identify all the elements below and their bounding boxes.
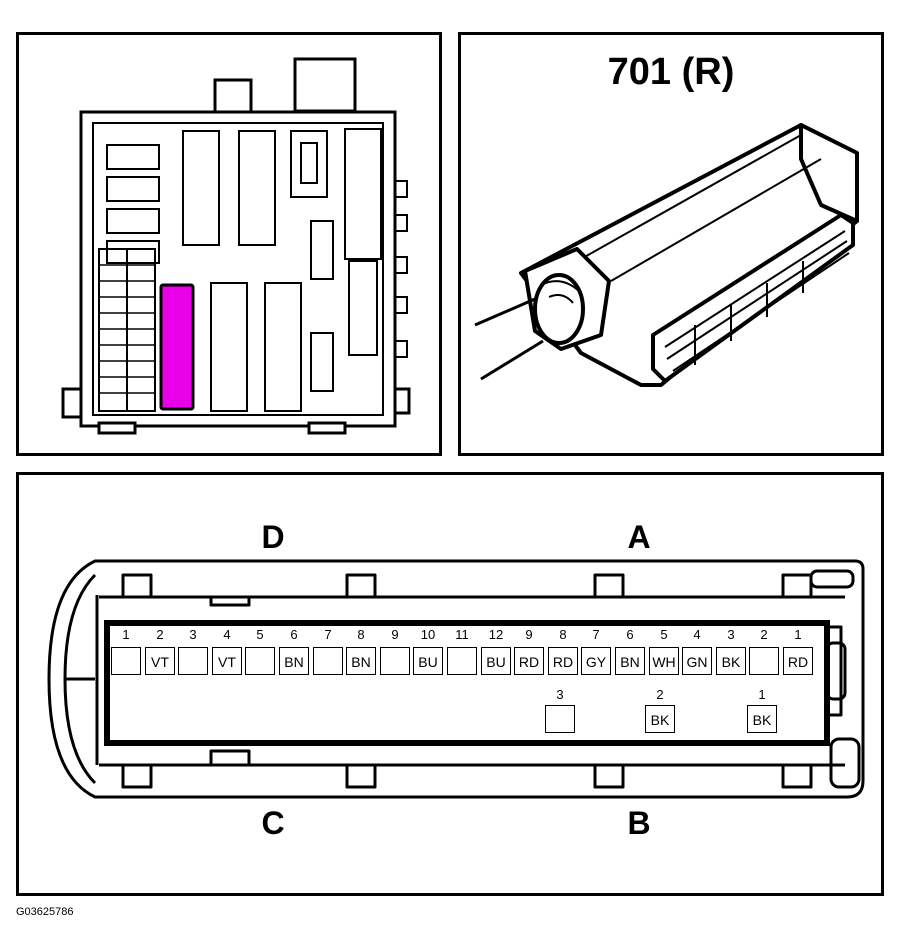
side-label-d: D [261, 519, 285, 555]
pin-number: 3 [556, 687, 564, 702]
connector-outer-housing [47, 559, 865, 799]
pin-number: 1 [758, 687, 766, 702]
pin-number: 9 [525, 627, 533, 642]
connector-drawing [474, 123, 859, 387]
pin-number: 10 [420, 627, 436, 642]
pin-number: 7 [592, 627, 600, 642]
pin-cavity: BU [481, 647, 511, 675]
fusebox-top-connector [293, 57, 357, 113]
pin-number: 3 [189, 627, 197, 642]
pin-number: 8 [559, 627, 567, 642]
pin-cavity [447, 647, 477, 675]
pin-cavity [749, 647, 779, 675]
pinout-housing-drawing [47, 559, 865, 799]
pin-number: 6 [626, 627, 634, 642]
pin-number: 2 [656, 687, 664, 702]
pin-cavity: RD [514, 647, 544, 675]
pin-number: 7 [324, 627, 332, 642]
fusebox-panel [16, 32, 442, 456]
figure-code: G03625786 [16, 906, 74, 918]
pin-cavity: BK [747, 705, 777, 733]
pin-number: 5 [256, 627, 264, 642]
pin-number: 1 [122, 627, 130, 642]
pin-cavity: RD [783, 647, 813, 675]
pin-cavity: VT [145, 647, 175, 675]
pin-cavity [545, 705, 575, 733]
pin-cavity [380, 647, 410, 675]
pin-number: 4 [693, 627, 701, 642]
pin-cavity: BK [716, 647, 746, 675]
highlighted-relay [159, 283, 195, 411]
side-label-c: C [261, 805, 285, 841]
pin-cavity: GN [682, 647, 712, 675]
connector-title: 701 (R) [607, 51, 735, 93]
pin-cavity: VT [212, 647, 242, 675]
pin-cavity: BN [615, 647, 645, 675]
connector-panel: 701 (R) [458, 32, 884, 456]
pin-cavity: BU [413, 647, 443, 675]
pin-cavity [313, 647, 343, 675]
pin-number: 9 [391, 627, 399, 642]
pin-number: 3 [727, 627, 735, 642]
pin-cavity: BK [645, 705, 675, 733]
pin-number: 11 [455, 627, 469, 642]
pin-number: 2 [760, 627, 768, 642]
side-label-b: B [627, 805, 651, 841]
fusebox-top-tab-left [213, 78, 253, 114]
pin-number: 6 [290, 627, 298, 642]
pin-cavity: WH [649, 647, 679, 675]
fusebox-drawing [61, 57, 411, 435]
pin-cavity: BN [279, 647, 309, 675]
pin-cavity [111, 647, 141, 675]
pin-field [104, 620, 830, 746]
pin-cavity: GY [581, 647, 611, 675]
pin-number: 2 [156, 627, 164, 642]
side-label-a: A [627, 519, 651, 555]
pin-cavity: BN [346, 647, 376, 675]
pin-number: 5 [660, 627, 668, 642]
pin-cavity [178, 647, 208, 675]
pin-number: 1 [794, 627, 802, 642]
pin-number: 4 [223, 627, 231, 642]
pin-number: 8 [357, 627, 365, 642]
pin-cavity [245, 647, 275, 675]
pin-number: 12 [488, 627, 504, 642]
pin-cavity: RD [548, 647, 578, 675]
